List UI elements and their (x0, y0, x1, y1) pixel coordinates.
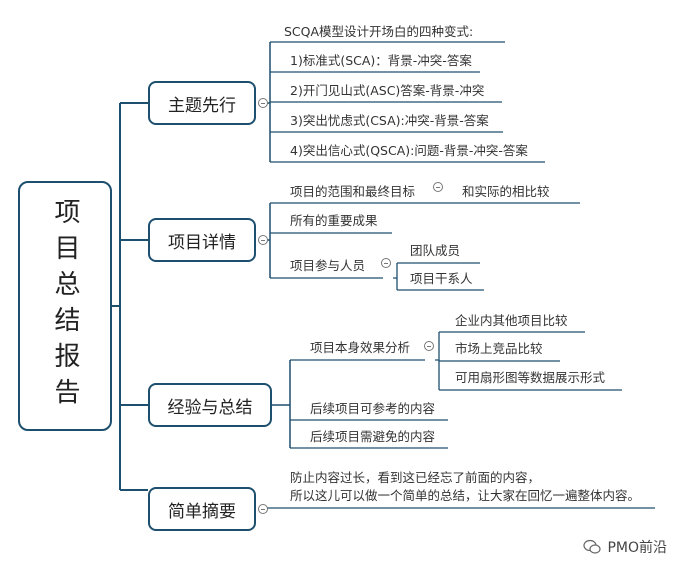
root-trunk (112, 102, 148, 491)
wechat-icon (583, 539, 602, 554)
leaf-node[interactable]: 3)突出忧虑式(CSA):冲突-背景-答案 (290, 113, 489, 128)
leaf-node[interactable]: 团队成员 (410, 243, 461, 258)
leaf-node[interactable]: 4)突出信心式(QSCA):问题-背景-冲突-答案 (290, 143, 528, 158)
watermark-label: PMO前沿 (607, 540, 667, 556)
collapse-icon[interactable] (433, 182, 443, 192)
branch-label: 简单摘要 (168, 501, 236, 522)
leaf-node[interactable]: SCQA模型设计开场白的四种变式: (284, 24, 474, 39)
branch-node-theme-first[interactable]: 主题先行 (148, 81, 256, 125)
sub-bracket (435, 332, 440, 390)
leaf-node[interactable]: 项目本身效果分析 (310, 340, 411, 355)
leaf-node[interactable]: 1)标准式(SCA)：背景-冲突-答案 (290, 53, 472, 68)
branch-label: 经验与总结 (167, 397, 253, 418)
leaf-node[interactable]: 市场上竞品比较 (455, 341, 543, 356)
root-label: 项目总结报告 (50, 198, 80, 414)
watermark: PMO前沿 (583, 537, 667, 557)
leaf-node[interactable]: 和实际的相比较 (462, 184, 550, 199)
collapse-icon[interactable] (424, 341, 434, 351)
leaf-node[interactable]: 2)开门见山式(ASC)答案-背景-冲突 (290, 83, 485, 98)
sub-bracket (393, 263, 398, 290)
leaf-node[interactable]: 可用扇形图等数据展示形式 (455, 370, 606, 385)
collapse-icon[interactable] (258, 98, 268, 108)
leaf-node[interactable]: 项目参与人员 (290, 258, 366, 273)
branch-label: 项目详情 (168, 232, 236, 253)
leaf-node[interactable]: 后续项目需避免的内容 (310, 429, 436, 444)
root-node[interactable]: 项目总结报告 (18, 181, 112, 431)
branch-node-project-details[interactable]: 项目详情 (148, 218, 256, 262)
collapse-icon[interactable] (381, 258, 391, 268)
branch-node-brief-summary[interactable]: 简单摘要 (148, 487, 256, 531)
branch-label: 主题先行 (168, 95, 236, 116)
leaf-node[interactable]: 所有的重要成果 (290, 213, 378, 228)
leaf-node[interactable]: 防止内容过长，看到这已经忘了前面的内容， (290, 470, 541, 485)
branch3-bracket (272, 360, 291, 448)
collapse-icon[interactable] (258, 235, 268, 245)
branch-node-experience-summary[interactable]: 经验与总结 (148, 383, 272, 427)
leaf-node[interactable]: 项目干系人 (410, 271, 473, 286)
leaf-node[interactable]: 所以这儿可以做一个简单的总结，让大家在回忆一遍整体内容。 (290, 488, 641, 503)
leaf-node[interactable]: 企业内其他项目比较 (455, 313, 568, 328)
collapse-icon[interactable] (258, 504, 268, 514)
leaf-node[interactable]: 项目的范围和最终目标 (290, 184, 416, 199)
leaf-node[interactable]: 后续项目可参考的内容 (310, 401, 436, 416)
